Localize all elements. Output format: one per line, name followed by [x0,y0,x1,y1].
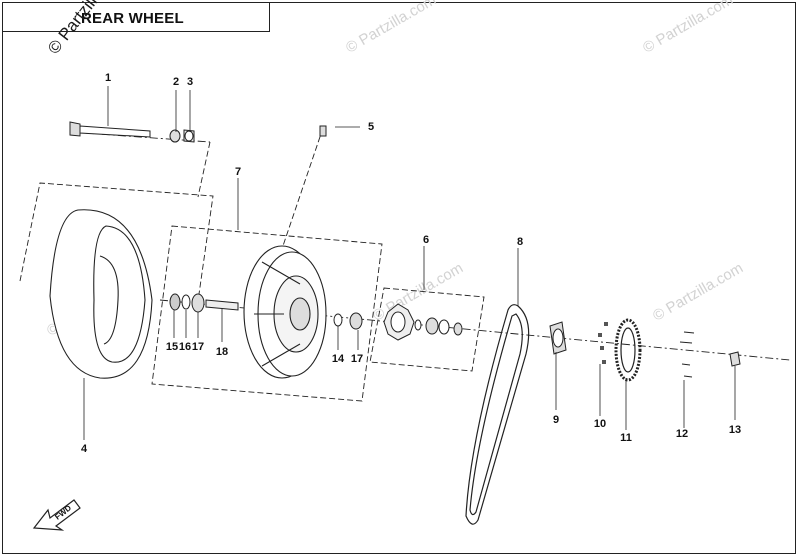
callout-9: 9 [552,414,560,426]
callout-14: 14 [331,353,345,365]
callout-13: 13 [728,424,742,436]
title-box: REAR WHEEL [2,2,270,32]
sprocket-bolts [679,331,695,378]
callout-7: 7 [234,166,242,178]
callout-17: 17 [191,341,205,353]
callout-1: 1 [104,72,112,84]
callout-18: 18 [215,346,229,358]
callout-11: 11 [620,432,632,444]
callout-16: 16 [178,341,192,353]
tire [49,209,153,379]
callout-4: 4 [80,443,88,455]
callout-6: 6 [422,234,430,246]
rear-sprocket [614,318,642,382]
rim [243,245,327,379]
axle-centerline [159,299,791,361]
callout-15: 15 [165,341,179,353]
axle-washer-and-nut [169,129,195,143]
callout-10: 10 [593,418,607,430]
left-bearings [169,293,239,313]
valve-centerline [267,127,324,291]
callout-5: 5 [367,121,375,133]
callout-12: 12 [675,428,689,440]
tire-group-box [19,182,214,295]
damper [549,321,567,355]
diagram-title: REAR WHEEL [81,10,184,27]
leader-lines [83,86,736,440]
wheel-group-box [151,225,383,402]
chain [465,304,530,525]
axle-nut [729,351,741,367]
callout-17: 17 [350,353,364,365]
hub-group-box [369,287,485,372]
sprocket-hub [383,303,463,341]
callout-3: 3 [186,76,194,88]
valve [319,125,327,137]
callout-2: 2 [172,76,180,88]
callout-8: 8 [516,236,524,248]
sprocket-nuts [598,322,608,364]
axle-bolt [69,121,151,138]
direction-arrow [32,499,81,531]
